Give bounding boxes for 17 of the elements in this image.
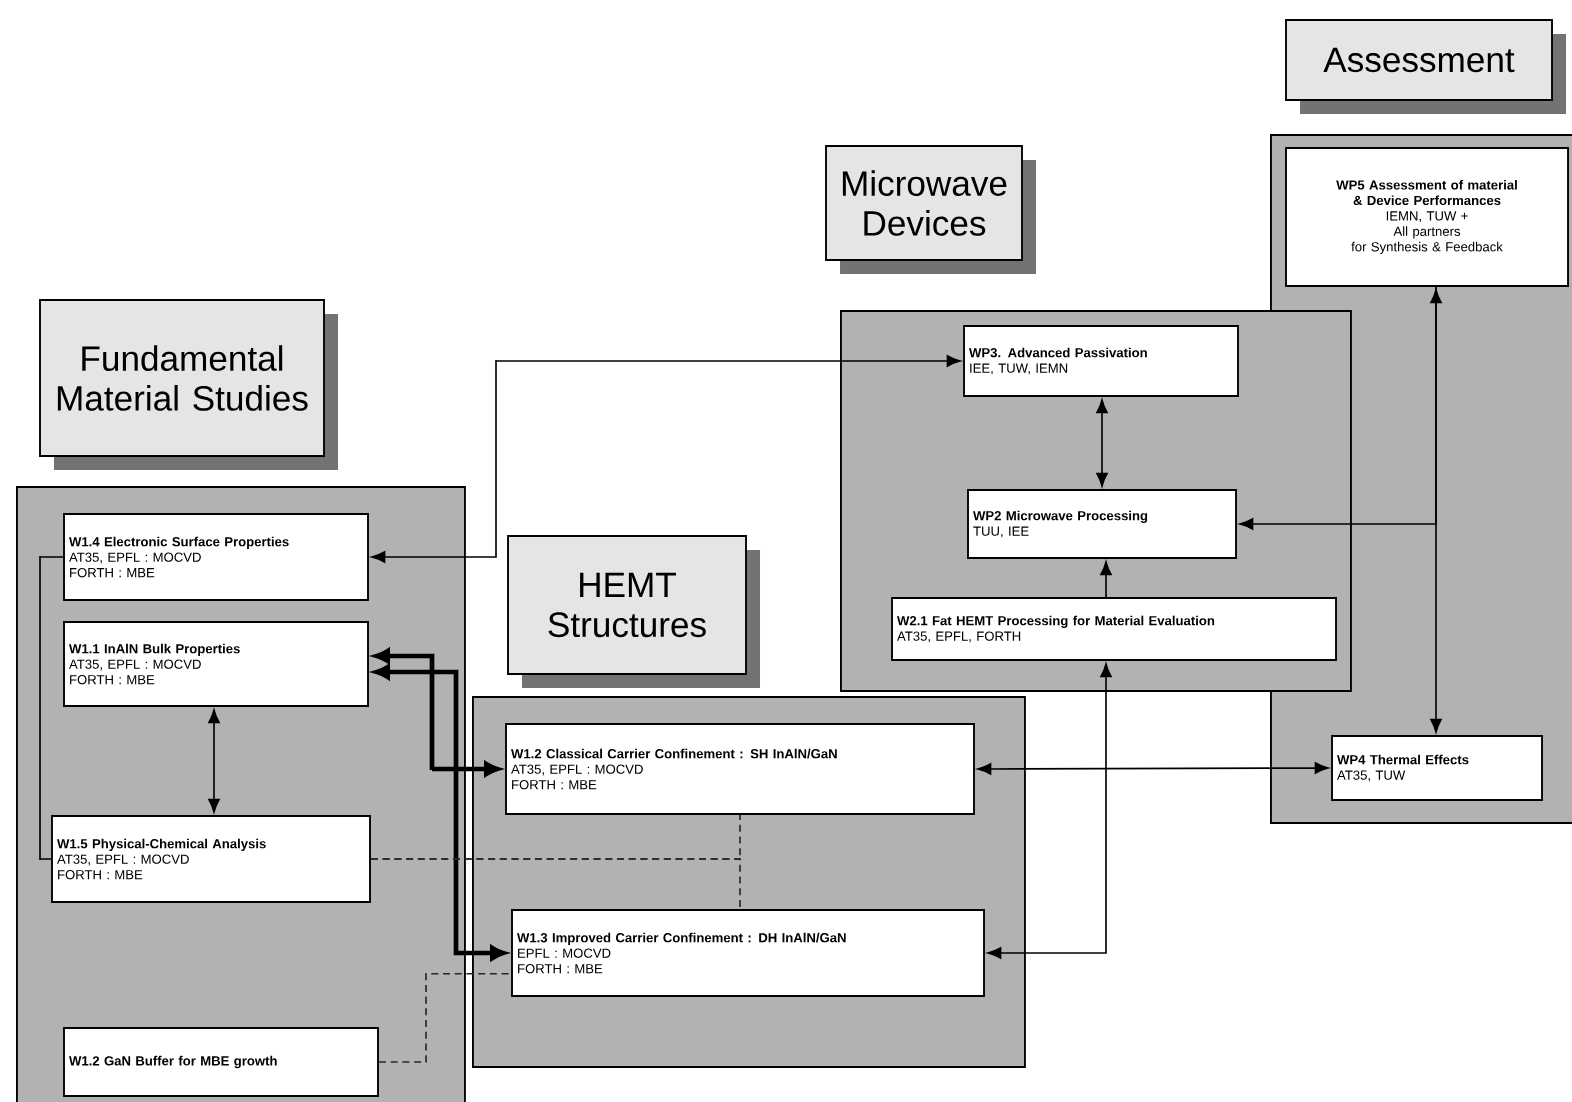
heading-box: Assessment: [1285, 19, 1566, 114]
connector: [1239, 286, 1437, 530]
heading-box: Microwave Devices: [825, 145, 1036, 274]
connector: [1430, 289, 1442, 733]
connector: [39, 555, 64, 861]
connector: [374, 664, 506, 961]
connector: [378, 972, 512, 1063]
connector: [987, 663, 1112, 959]
connector: [370, 858, 741, 910]
heading-box: HEMT Structures: [507, 535, 760, 688]
connector: [371, 355, 961, 563]
connector: [1100, 561, 1112, 598]
connector: [374, 648, 500, 777]
connector: [208, 709, 220, 813]
connector: [977, 762, 1329, 775]
heading-box: Fundamental Material Studies: [39, 299, 338, 470]
connector: [1096, 399, 1108, 487]
